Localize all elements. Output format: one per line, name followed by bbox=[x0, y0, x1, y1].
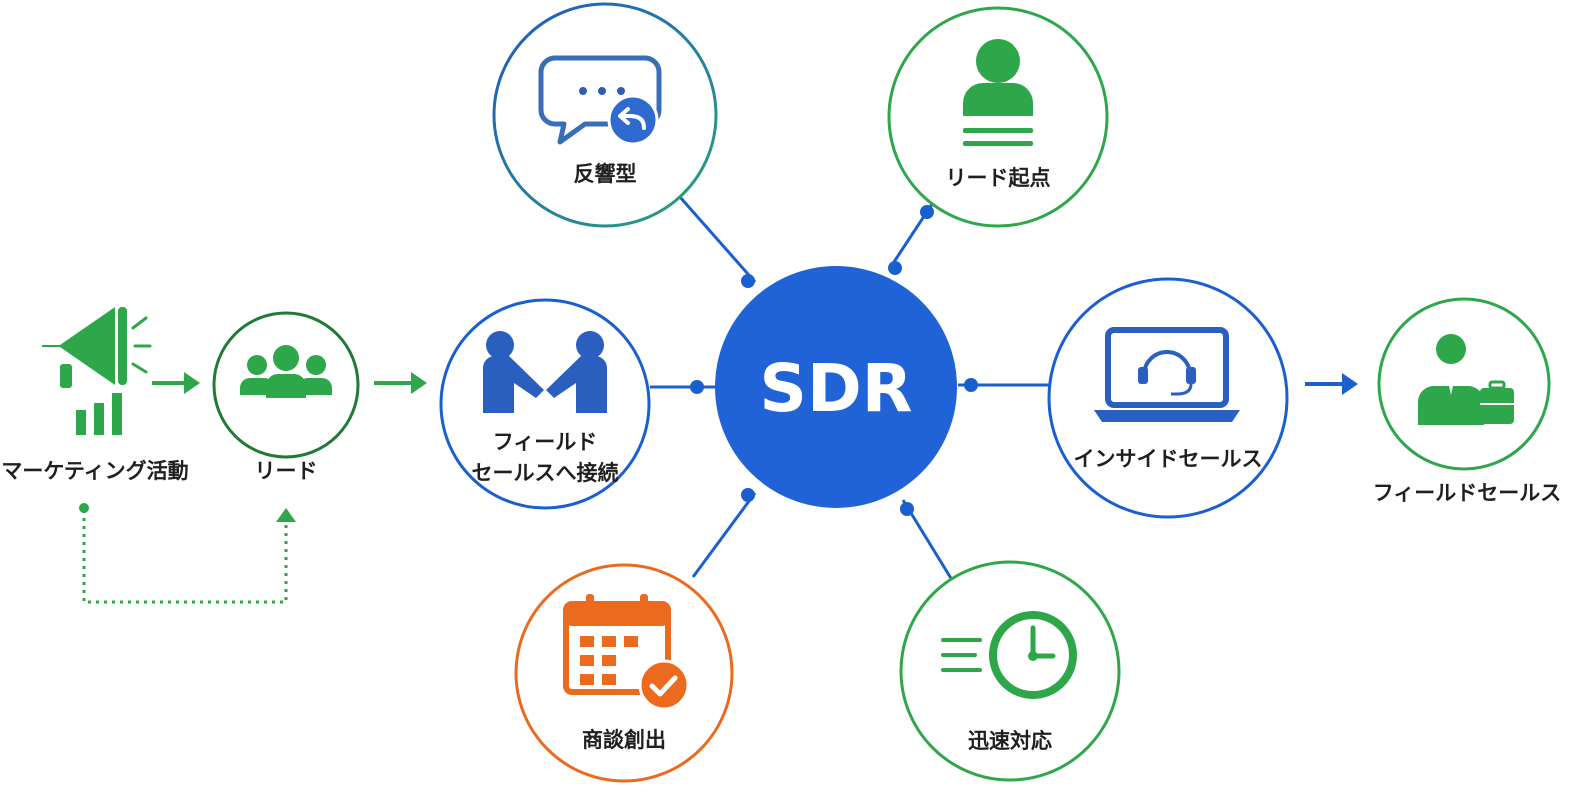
node-lead-origin-label: リード起点 bbox=[946, 166, 1051, 190]
node-inside-sales-label: インサイドセールス bbox=[1074, 447, 1263, 471]
calendar-check-icon bbox=[563, 594, 690, 711]
sdr-hub: SDR bbox=[715, 266, 957, 508]
handshake-icon bbox=[483, 331, 607, 413]
businessman-briefcase-icon bbox=[1418, 334, 1514, 425]
node-marketing-label: マーケティング活動 bbox=[1, 459, 188, 483]
node-lead-origin: リード起点 bbox=[887, 6, 1109, 228]
fast-clock-icon bbox=[941, 611, 1077, 699]
person-icon bbox=[963, 39, 1033, 146]
laptop-headset-icon bbox=[1094, 327, 1240, 422]
node-marketing: マーケティング活動 bbox=[1, 307, 189, 483]
feedback-loop bbox=[82, 510, 288, 604]
megaphone-icon bbox=[42, 307, 127, 435]
flow-arrow-1 bbox=[152, 372, 200, 394]
node-field-connect-label-2: セールスへ接続 bbox=[472, 461, 619, 485]
node-response-label: 反響型 bbox=[574, 162, 637, 186]
node-lead-label: リード bbox=[255, 459, 318, 483]
node-deal-creation-label: 商談創出 bbox=[582, 728, 666, 752]
node-response: 反響型 bbox=[492, 2, 718, 228]
node-lead: リード bbox=[212, 311, 360, 483]
node-field-connect-label-1: フィールド bbox=[493, 430, 598, 454]
connector-dots bbox=[690, 205, 978, 516]
node-quick-response-label: 迅速対応 bbox=[968, 729, 1052, 753]
flow-arrow-3 bbox=[1305, 373, 1358, 395]
node-deal-creation: 商談創出 bbox=[514, 563, 734, 783]
connector-response bbox=[678, 196, 757, 283]
flow-arrow-2 bbox=[374, 372, 427, 394]
node-field-sales: フィールドセールス bbox=[1373, 297, 1562, 505]
group-icon bbox=[240, 345, 332, 398]
connector-deal-creation bbox=[691, 492, 757, 578]
node-quick-response: 迅速対応 bbox=[899, 560, 1121, 782]
node-field-connect: フィールド セールスへ接続 bbox=[439, 298, 651, 510]
chat-reply-icon bbox=[538, 55, 662, 146]
node-field-sales-label: フィールドセールス bbox=[1373, 481, 1562, 505]
sdr-hub-label: SDR bbox=[759, 350, 912, 427]
node-inside-sales: インサイドセールス bbox=[1047, 277, 1289, 519]
